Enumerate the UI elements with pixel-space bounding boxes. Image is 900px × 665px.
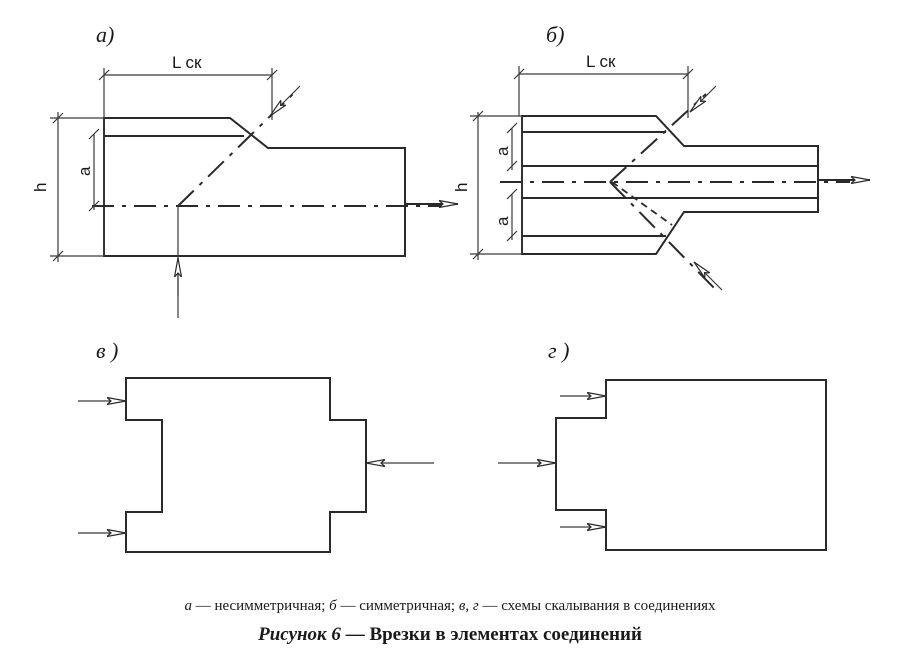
panel-a-dim-length-label: L ск bbox=[172, 53, 202, 72]
figure-legend: а — несимметричная; б — симметричная; в,… bbox=[0, 598, 900, 615]
panel-a-label: а) bbox=[96, 22, 114, 47]
panel-b-tick bbox=[506, 122, 518, 134]
panel-b-dim-height-label: h bbox=[452, 183, 471, 192]
legend-text-b: — симметричная; bbox=[340, 598, 456, 614]
panel-b-dim-length-label: L ск bbox=[586, 52, 616, 71]
legend-key-a: а bbox=[184, 598, 192, 614]
figure-title: Рисунок 6 — Врезки в элементах соединени… bbox=[0, 624, 900, 646]
panel-b-beam-outline bbox=[521, 115, 819, 255]
legend-text-a: — несимметричная; bbox=[195, 598, 326, 614]
figure-number: Рисунок 6 bbox=[258, 624, 341, 645]
panel-b-tick bbox=[472, 110, 484, 122]
panel-b-brace-top bbox=[609, 93, 707, 183]
panel-a-tick bbox=[266, 69, 278, 81]
panel-b-brace-force-bottom bbox=[694, 262, 723, 291]
panel-b-brace-force-top bbox=[690, 85, 717, 112]
panel-a-tick bbox=[52, 112, 64, 124]
legend-key-vg: в, г bbox=[458, 598, 479, 614]
panel-b-dim-offset-bottom-label: a bbox=[493, 216, 512, 226]
panel-b-brace-inner bbox=[611, 181, 673, 226]
panel-g-label: г ) bbox=[548, 338, 569, 363]
panel-b-dim-offset-top-label: a bbox=[493, 146, 512, 156]
panel-a-tick bbox=[88, 128, 100, 140]
panel-g-element-outline bbox=[555, 379, 827, 551]
panel-b-tick bbox=[682, 68, 694, 80]
panel-a-brace-force-arrow bbox=[270, 85, 301, 116]
panel-b-tick bbox=[506, 188, 518, 200]
panel-b-tick bbox=[513, 68, 525, 80]
panel-v-shear-scheme: в ) bbox=[78, 338, 434, 553]
panel-b-tick bbox=[472, 248, 484, 260]
panel-v-element-outline bbox=[125, 377, 367, 553]
panel-a-tick bbox=[98, 69, 110, 81]
panel-b-label: б) bbox=[546, 22, 564, 47]
panel-b-tick bbox=[506, 160, 518, 172]
panel-b-tick bbox=[506, 230, 518, 242]
legend-key-b: б bbox=[329, 598, 337, 614]
legend-text-vg: — схемы скалывания в соединениях bbox=[482, 598, 716, 614]
panel-a-tick bbox=[52, 250, 64, 262]
panel-g-shear-scheme: г ) bbox=[498, 338, 827, 551]
panel-v-label: в ) bbox=[96, 338, 118, 363]
panel-b-symmetric-notch: б) L ск h a bbox=[452, 22, 870, 293]
panel-a-asymmetric-notch: а) L ск h a bbox=[31, 22, 458, 318]
panel-a-dim-height-label: h bbox=[31, 183, 50, 192]
figure-title-text: — Врезки в элементах соединений bbox=[345, 624, 642, 645]
panel-a-beam-outline bbox=[103, 117, 406, 257]
panel-a-dim-offset-label: a bbox=[75, 166, 94, 176]
panel-a-tick bbox=[88, 200, 100, 212]
